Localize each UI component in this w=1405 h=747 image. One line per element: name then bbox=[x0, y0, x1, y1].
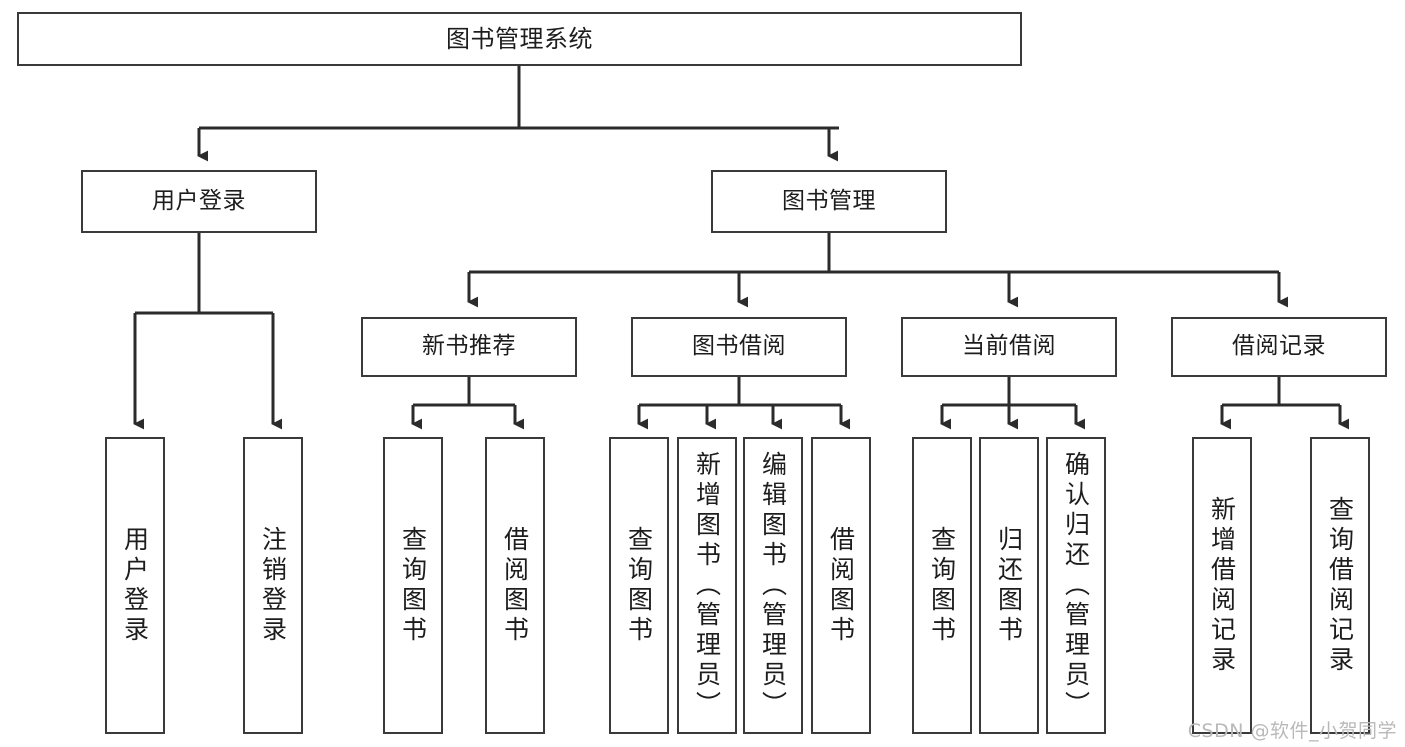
node-leaf-add-book-label: 新增图书（管理员） bbox=[692, 450, 722, 721]
node-leaf-return-book[interactable]: 归还图书 bbox=[979, 437, 1039, 734]
node-root-label: 图书管理系统 bbox=[446, 24, 593, 53]
node-current-borrow[interactable]: 当前借阅 bbox=[901, 317, 1117, 377]
node-leaf-borrow-book-2[interactable]: 借阅图书 bbox=[811, 437, 871, 734]
node-leaf-query-book-1-label: 查询图书 bbox=[398, 525, 428, 646]
node-leaf-query-book-3-label: 查询图书 bbox=[927, 525, 957, 646]
node-leaf-user-login-label: 用户登录 bbox=[120, 525, 150, 646]
node-leaf-edit-book[interactable]: 编辑图书（管理员） bbox=[743, 437, 803, 734]
node-leaf-borrow-book-2-label: 借阅图书 bbox=[826, 525, 856, 646]
node-leaf-add-record[interactable]: 新增借阅记录 bbox=[1192, 437, 1252, 734]
node-leaf-user-login[interactable]: 用户登录 bbox=[105, 437, 165, 734]
node-book-manage-label: 图书管理 bbox=[782, 187, 876, 214]
node-leaf-query-record-label: 查询借阅记录 bbox=[1325, 495, 1355, 676]
node-root[interactable]: 图书管理系统 bbox=[17, 12, 1022, 66]
node-leaf-logout[interactable]: 注销登录 bbox=[243, 437, 303, 734]
node-user-login-label: 用户登录 bbox=[152, 187, 246, 214]
node-book-manage[interactable]: 图书管理 bbox=[711, 170, 947, 233]
node-leaf-add-book[interactable]: 新增图书（管理员） bbox=[677, 437, 737, 734]
node-leaf-edit-book-label: 编辑图书（管理员） bbox=[758, 450, 788, 721]
node-new-book-rec-label: 新书推荐 bbox=[422, 333, 516, 360]
node-leaf-query-book-2-label: 查询图书 bbox=[624, 525, 654, 646]
node-book-borrow[interactable]: 图书借阅 bbox=[631, 317, 847, 377]
node-leaf-add-record-label: 新增借阅记录 bbox=[1207, 495, 1237, 676]
csdn-watermark: CSDN @软件_小贺同学 bbox=[1187, 720, 1397, 742]
node-book-borrow-label: 图书借阅 bbox=[692, 333, 786, 360]
node-leaf-confirm-return[interactable]: 确认归还（管理员） bbox=[1046, 437, 1106, 734]
node-current-borrow-label: 当前借阅 bbox=[962, 333, 1056, 360]
node-leaf-return-book-label: 归还图书 bbox=[994, 525, 1024, 646]
node-borrow-record-label: 借阅记录 bbox=[1232, 333, 1326, 360]
node-leaf-query-record[interactable]: 查询借阅记录 bbox=[1310, 437, 1370, 734]
node-leaf-confirm-return-label: 确认归还（管理员） bbox=[1061, 450, 1091, 721]
node-leaf-query-book-2[interactable]: 查询图书 bbox=[609, 437, 669, 734]
node-leaf-logout-label: 注销登录 bbox=[258, 525, 288, 646]
node-new-book-rec[interactable]: 新书推荐 bbox=[361, 317, 577, 377]
node-leaf-borrow-book-1[interactable]: 借阅图书 bbox=[485, 437, 545, 734]
node-user-login[interactable]: 用户登录 bbox=[81, 170, 317, 233]
node-leaf-query-book-1[interactable]: 查询图书 bbox=[383, 437, 443, 734]
node-leaf-borrow-book-1-label: 借阅图书 bbox=[500, 525, 530, 646]
node-borrow-record[interactable]: 借阅记录 bbox=[1171, 317, 1387, 377]
node-leaf-query-book-3[interactable]: 查询图书 bbox=[912, 437, 972, 734]
